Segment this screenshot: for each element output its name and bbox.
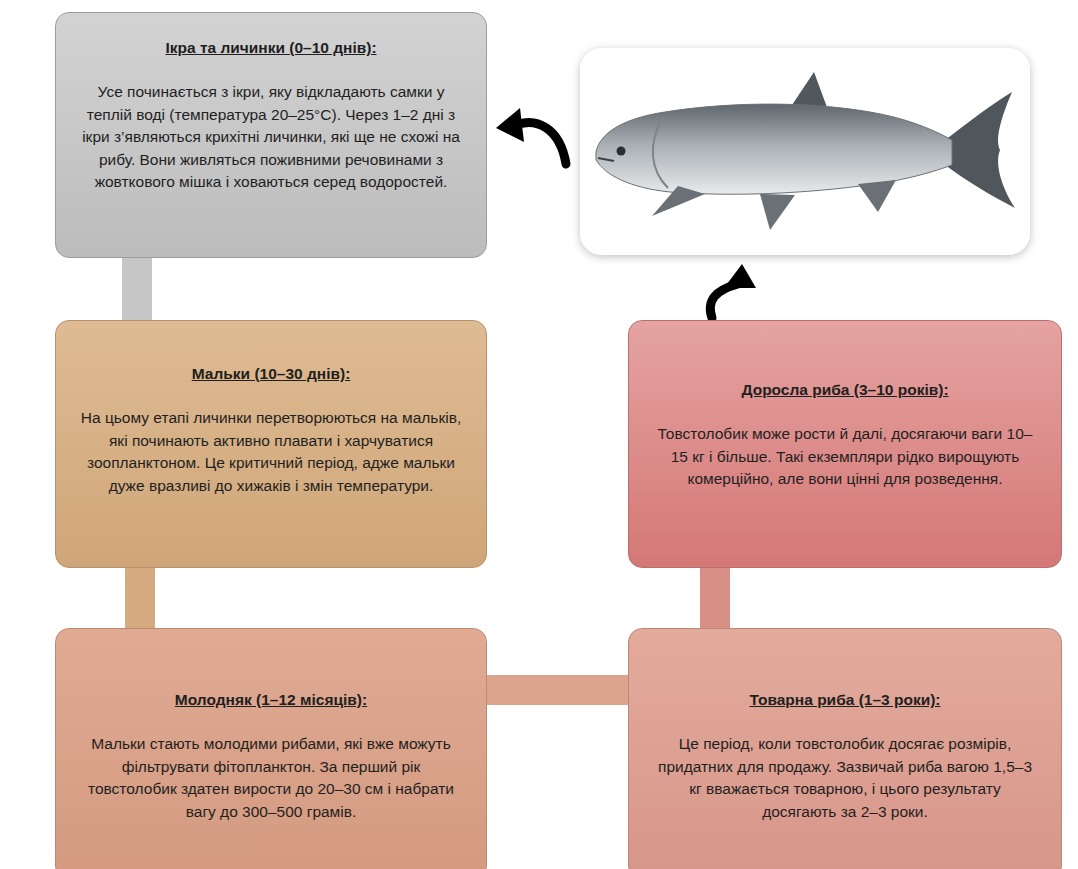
connector-band	[125, 568, 155, 628]
arrow-head	[496, 108, 524, 142]
pelvic-fin	[760, 194, 795, 230]
box-content: Доросла риба (3–10 років): Товстолобик мо…	[629, 379, 1061, 491]
picture-card	[580, 48, 1030, 255]
cycle-arrow	[710, 264, 756, 318]
cycle-arrow	[496, 108, 566, 164]
stage-box: Доросла риба (3–10 років): Товстолобик мо…	[628, 320, 1062, 568]
fish-eye	[617, 147, 626, 156]
box-content: Молодняк (1–12 місяців): Мальки стають мо…	[56, 689, 486, 823]
mouth	[598, 158, 614, 161]
pectoral-fin	[652, 186, 705, 216]
connector-band	[700, 568, 730, 628]
stage-heading: Молодняк (1–12 місяців):	[78, 689, 464, 711]
gill-line	[653, 118, 668, 188]
stage-box: Ікра та личинки (0–10 днів): Усе починаєт…	[55, 12, 487, 258]
connector-band	[122, 258, 152, 320]
stage-box: Товарна риба (1–3 роки): Це період, коли …	[628, 628, 1062, 869]
stage-box: Молодняк (1–12 місяців): Мальки стають мо…	[55, 628, 487, 869]
stage-heading: Товарна риба (1–3 роки):	[651, 689, 1039, 711]
stage-heading: Доросла риба (3–10 років):	[651, 379, 1039, 401]
connector-band	[487, 675, 628, 705]
silver-carp	[596, 72, 1015, 230]
curved-arrow	[710, 284, 738, 318]
stage-description: Товстолобик може рости й далі, досягаючи…	[651, 423, 1039, 490]
stage-heading: Мальки (10–30 днів):	[78, 363, 464, 385]
anal-fin	[858, 180, 896, 212]
stage-description: На цьому етапі личинки перетворюються на…	[78, 407, 464, 497]
fish-body	[596, 104, 952, 194]
stage-description: Мальки стають молодими рибами, які вже м…	[78, 733, 464, 823]
stage-heading: Ікра та личинки (0–10 днів):	[78, 37, 464, 59]
box-content: Товарна риба (1–3 роки): Це період, коли …	[629, 689, 1061, 823]
box-content: Ікра та личинки (0–10 днів): Усе починаєт…	[56, 37, 486, 194]
stage-description: Усе починається з ікри, яку відкладають …	[78, 81, 464, 193]
box-content: Мальки (10–30 днів): На цьому етапі личин…	[56, 363, 486, 497]
arrow-head	[724, 264, 756, 288]
tail-fin	[945, 92, 1015, 208]
stage-box: Мальки (10–30 днів): На цьому етапі личин…	[55, 320, 487, 568]
stage-description: Це період, коли товстолобик досягає розм…	[651, 733, 1039, 823]
